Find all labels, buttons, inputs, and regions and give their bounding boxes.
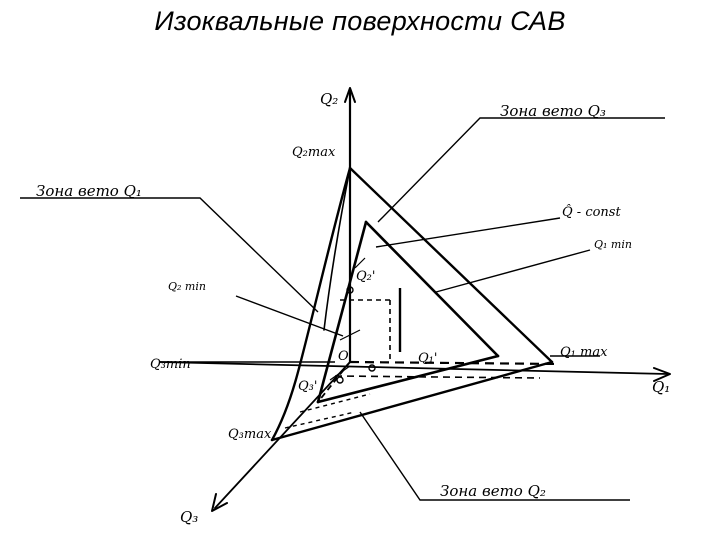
label-zone-q1: Зона вето Q₁	[36, 182, 142, 200]
construction-lines	[284, 230, 561, 429]
leader-q2-min	[235, 295, 344, 337]
label-q1-min: Q₁ min	[594, 238, 632, 251]
slide-title: Изоквальные поверхности САВ	[154, 6, 566, 36]
point-q1-prime	[368, 364, 376, 372]
q3-axis-arrow-icon	[211, 493, 228, 512]
leader-lines	[20, 117, 665, 501]
inner-edge-right	[364, 220, 500, 358]
q2-axis-arrow-icon	[344, 87, 356, 103]
q3-axis	[214, 361, 351, 509]
q1-axis	[159, 361, 669, 375]
outer-edge-bottom	[270, 360, 554, 442]
inner-surface	[316, 220, 500, 404]
label-q-const: Q̂ - const	[562, 204, 621, 220]
outer-inner-curve	[323, 167, 351, 331]
leader-zone-q2	[359, 411, 630, 501]
outer-surface	[270, 166, 554, 442]
label-zone-q2: Зона вето Q₂	[440, 482, 546, 500]
point-q3-prime	[336, 376, 344, 384]
inner-edge-left	[316, 220, 368, 404]
leader-zone-q3	[377, 117, 665, 223]
label-origin: O	[338, 349, 349, 364]
q1-axis-arrow-icon	[653, 367, 671, 382]
axes	[159, 87, 671, 512]
outer-edge-right	[348, 166, 554, 364]
label-q1-max: Q₁ max	[560, 345, 608, 360]
label-q2-prime: Q₂'	[356, 269, 375, 284]
leader-zone-q1	[20, 197, 319, 313]
label-axis-q2: Q₂	[320, 90, 338, 108]
outer-edge-left	[270, 166, 352, 442]
label-q3-prime: Q₃'	[298, 379, 317, 394]
label-q2-max: Q₂max	[292, 145, 336, 160]
label-axis-q1: Q₁	[652, 378, 670, 396]
point-q2-prime	[346, 286, 354, 294]
leader-q-const	[375, 217, 561, 248]
point-markers	[336, 199, 376, 384]
label-zone-q3: Зона вето Q₃	[500, 102, 606, 120]
label-axis-q3: Q₃	[180, 508, 198, 526]
label-q3-min: Q₃min	[150, 357, 191, 372]
label-q2-min: Q₂ min	[168, 280, 206, 293]
inner-edge-bottom	[316, 354, 500, 404]
label-q1-prime: Q₁'	[418, 351, 437, 366]
leader-q1-min	[435, 249, 591, 293]
label-q3-max: Q₃max	[228, 427, 272, 442]
